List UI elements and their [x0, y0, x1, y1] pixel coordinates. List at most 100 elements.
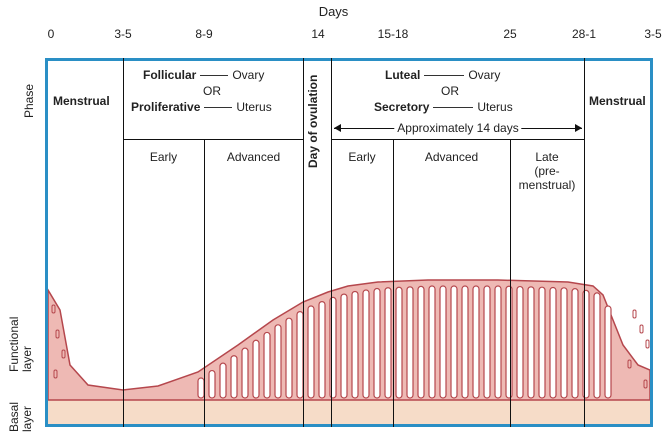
divider-day-25: [510, 139, 511, 427]
tissue-fragment: [51, 304, 56, 314]
gland: [351, 290, 359, 399]
menstrual-phase-right: Menstrual: [589, 94, 646, 108]
gland: [362, 289, 370, 399]
early-subphase-2: Early: [348, 150, 376, 164]
divider-day-3-5: [123, 58, 124, 427]
days-axis-title: Days: [318, 4, 349, 19]
day-tick-3-5-end: 3-5: [644, 27, 662, 41]
basal-layer-band: [48, 400, 650, 424]
subphase-divider-left: [123, 139, 303, 140]
gland: [560, 287, 568, 399]
advanced-subphase-1: Advanced: [226, 150, 281, 164]
gland: [538, 286, 546, 399]
gland: [219, 362, 227, 399]
uterus-label-1: Uterus: [236, 100, 272, 114]
advanced-subphase-2: Advanced: [424, 150, 479, 164]
gland: [340, 293, 348, 399]
uterus-label-2: Uterus: [477, 100, 513, 114]
secretory-label: Secretory: [374, 100, 430, 114]
gland: [604, 305, 612, 399]
gland-outlines: [51, 285, 650, 399]
gland: [406, 286, 414, 399]
gland: [417, 285, 425, 399]
follicular-line: Follicular Ovary: [143, 68, 264, 82]
late-line-3: menstrual): [518, 178, 576, 192]
early-subphase-1: Early: [149, 150, 178, 164]
tissue-fragment: [55, 329, 60, 339]
divider-day-8-9: [204, 139, 205, 427]
endometrium-illustration: [48, 279, 650, 424]
phase-row-label: Phase: [22, 83, 36, 118]
gland: [208, 369, 216, 399]
gland: [230, 355, 238, 399]
gland: [252, 339, 260, 399]
luteal-label: Luteal: [385, 68, 421, 82]
luteal-line: Luteal Ovary: [385, 68, 500, 82]
late-line-2: (pre-: [534, 164, 560, 178]
gland: [527, 286, 535, 399]
tissue-fragment: [627, 359, 632, 369]
tissue-fragment: [639, 324, 644, 334]
late-premenstrual-subphase: Late (pre- menstrual): [510, 150, 584, 192]
gland: [373, 287, 381, 399]
tissue-fragment: [53, 369, 58, 379]
divider-ovulation-right: [331, 58, 332, 427]
gland: [395, 286, 403, 399]
gland: [241, 347, 249, 399]
gland: [516, 285, 524, 399]
divider-day-15-18: [393, 139, 394, 427]
proliferative-label: Proliferative: [131, 100, 201, 114]
day-tick-8-9: 8-9: [195, 27, 213, 41]
tissue-fragment: [632, 309, 637, 319]
gland: [285, 317, 293, 399]
late-line-1: Late: [535, 150, 559, 164]
gland: [263, 331, 271, 399]
day-tick-0: 0: [47, 27, 55, 41]
menstrual-phase-left: Menstrual: [53, 94, 110, 108]
connector-dash: [424, 75, 465, 77]
subphase-divider-right: [331, 139, 584, 140]
gland: [549, 286, 557, 399]
gland: [428, 285, 436, 399]
gland: [483, 285, 491, 399]
divider-ovulation-left: [303, 58, 304, 427]
gland: [307, 305, 315, 399]
approx-14-days-label: Approximately 14 days: [394, 121, 522, 135]
tissue-fragment: [643, 379, 648, 389]
gland: [494, 285, 502, 399]
follicular-label: Follicular: [143, 68, 197, 82]
day-tick-3-5: 3-5: [114, 27, 132, 41]
day-tick-15-18: 15-18: [377, 27, 409, 41]
day-tick-28-1: 28-1: [571, 27, 597, 41]
gland: [318, 300, 326, 399]
connector-dash: [433, 107, 474, 109]
gland: [461, 285, 469, 399]
arrow-head-left: [334, 124, 341, 132]
functional-layer-tissue: [48, 279, 650, 401]
day-tick-14: 14: [311, 27, 325, 41]
tissue-fragment: [645, 339, 650, 349]
or-label-1: OR: [203, 84, 221, 98]
day-of-ovulation-label: Day of ovulation: [306, 74, 320, 168]
connector-dash: [200, 75, 229, 77]
ovary-label-1: Ovary: [232, 68, 265, 82]
gland: [472, 285, 480, 399]
gland: [505, 285, 513, 399]
ovary-label-2: Ovary: [468, 68, 501, 82]
gland: [439, 285, 447, 399]
gland: [274, 324, 282, 399]
functional-layer-label: Functional layer: [7, 316, 34, 372]
connector-dash: [204, 107, 233, 109]
divider-day-28-1: [584, 58, 585, 427]
gland: [384, 287, 392, 399]
gland: [571, 288, 579, 399]
approx-14-days-arrow: Approximately 14 days: [334, 121, 582, 135]
tissue-fragment: [61, 349, 66, 359]
day-tick-25: 25: [503, 27, 517, 41]
secretory-line: Secretory Uterus: [374, 100, 513, 114]
gland: [593, 292, 601, 399]
arrow-head-right: [575, 124, 582, 132]
or-label-2: OR: [441, 84, 459, 98]
proliferative-line: Proliferative Uterus: [131, 100, 272, 114]
gland: [450, 285, 458, 399]
